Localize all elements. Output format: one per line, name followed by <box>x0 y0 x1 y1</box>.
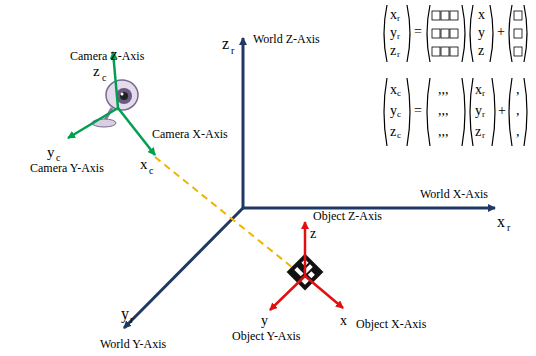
axis-name: World Y-Axis <box>100 338 166 351</box>
equation-symbol: x <box>475 82 482 97</box>
equation-symbol: x <box>390 7 397 22</box>
axis-letter: z <box>310 226 316 241</box>
axis-name: Object Z-Axis <box>313 210 382 223</box>
equation-symbol: = <box>414 24 422 39</box>
axis-subscript: r <box>507 222 510 233</box>
equation-subscript: r <box>397 50 400 60</box>
equation-subscript: r <box>482 131 485 141</box>
equation-symbol: + <box>497 24 505 39</box>
equation-symbol: y <box>478 25 485 40</box>
equation-symbol: = <box>414 103 422 118</box>
axis-name: World Z-Axis <box>253 33 320 46</box>
equation-symbol: ,,, <box>438 103 449 118</box>
world-axes <box>124 38 495 328</box>
axis-letter: x <box>140 156 148 173</box>
equation-subscript: c <box>397 89 401 99</box>
equation-symbol: x <box>478 7 485 22</box>
equation-symbol: , <box>516 103 520 118</box>
equation-symbol: , <box>516 124 520 139</box>
equation-symbol: ,,, <box>438 82 449 97</box>
equation-symbol: y <box>390 25 397 40</box>
axis-subscript: c <box>102 72 106 83</box>
equation-symbol: y <box>475 103 482 118</box>
axis-name: Camera Y-Axis <box>30 162 104 175</box>
axis-subscript: c <box>149 165 153 176</box>
axis-name: Camera Z-Axis <box>70 50 144 63</box>
equation-subscript: r <box>397 14 400 24</box>
axis-name: World X-Axis <box>420 188 488 201</box>
equation-symbol: x <box>390 82 397 97</box>
equation-subscript: c <box>397 110 401 120</box>
equation-symbol: y <box>390 103 397 118</box>
equation-symbol: z <box>478 43 484 58</box>
axis-letter: z <box>222 35 229 53</box>
equation-symbol: z <box>390 124 396 139</box>
object-axes <box>270 222 343 310</box>
equation-subscript: r <box>397 32 400 42</box>
camera-axes <box>68 52 155 155</box>
axis-letter: y <box>121 305 129 323</box>
axis-name: Object X-Axis <box>356 318 426 331</box>
axis-name: Object Y-Axis <box>232 330 301 343</box>
placeholder-boxes <box>432 11 522 56</box>
axis-subscript: r <box>130 314 133 325</box>
axis-letter: x <box>340 313 347 328</box>
axis-name: Camera X-Axis <box>152 128 228 141</box>
equation-symbol: z <box>390 43 396 58</box>
equation-subscript: c <box>397 131 401 141</box>
equation-brackets <box>384 5 527 146</box>
axis-letter: y <box>47 144 55 161</box>
axis-letter: x <box>497 213 505 231</box>
equation-symbol: ,,, <box>438 124 449 139</box>
equation-subscript: r <box>482 110 485 120</box>
sight-line <box>155 157 298 272</box>
axis-letter: z <box>93 63 100 80</box>
equation-symbol: z <box>475 124 481 139</box>
equation-subscript: r <box>482 89 485 99</box>
equation-symbol: + <box>498 103 506 118</box>
axis-letter: y <box>261 313 268 328</box>
equation-symbol: , <box>516 82 520 97</box>
axis-subscript: r <box>231 45 234 56</box>
